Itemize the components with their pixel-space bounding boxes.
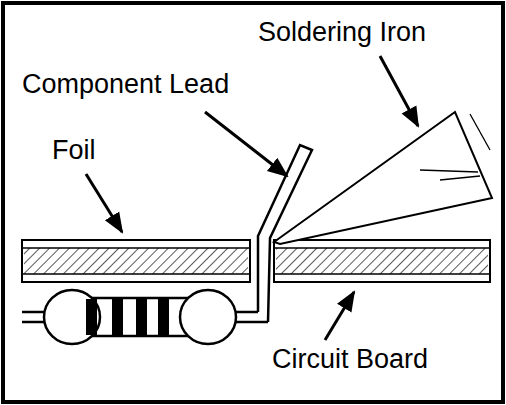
frame — [3, 3, 503, 402]
part-label: Soldering Iron — [258, 18, 426, 48]
part-label: Circuit Board — [272, 345, 428, 375]
part-label: Foil — [52, 136, 96, 166]
resistor-symbol — [22, 290, 268, 344]
soldering-iron — [274, 112, 492, 244]
circuit-board — [22, 240, 490, 282]
part-label: Component Lead — [22, 70, 229, 100]
